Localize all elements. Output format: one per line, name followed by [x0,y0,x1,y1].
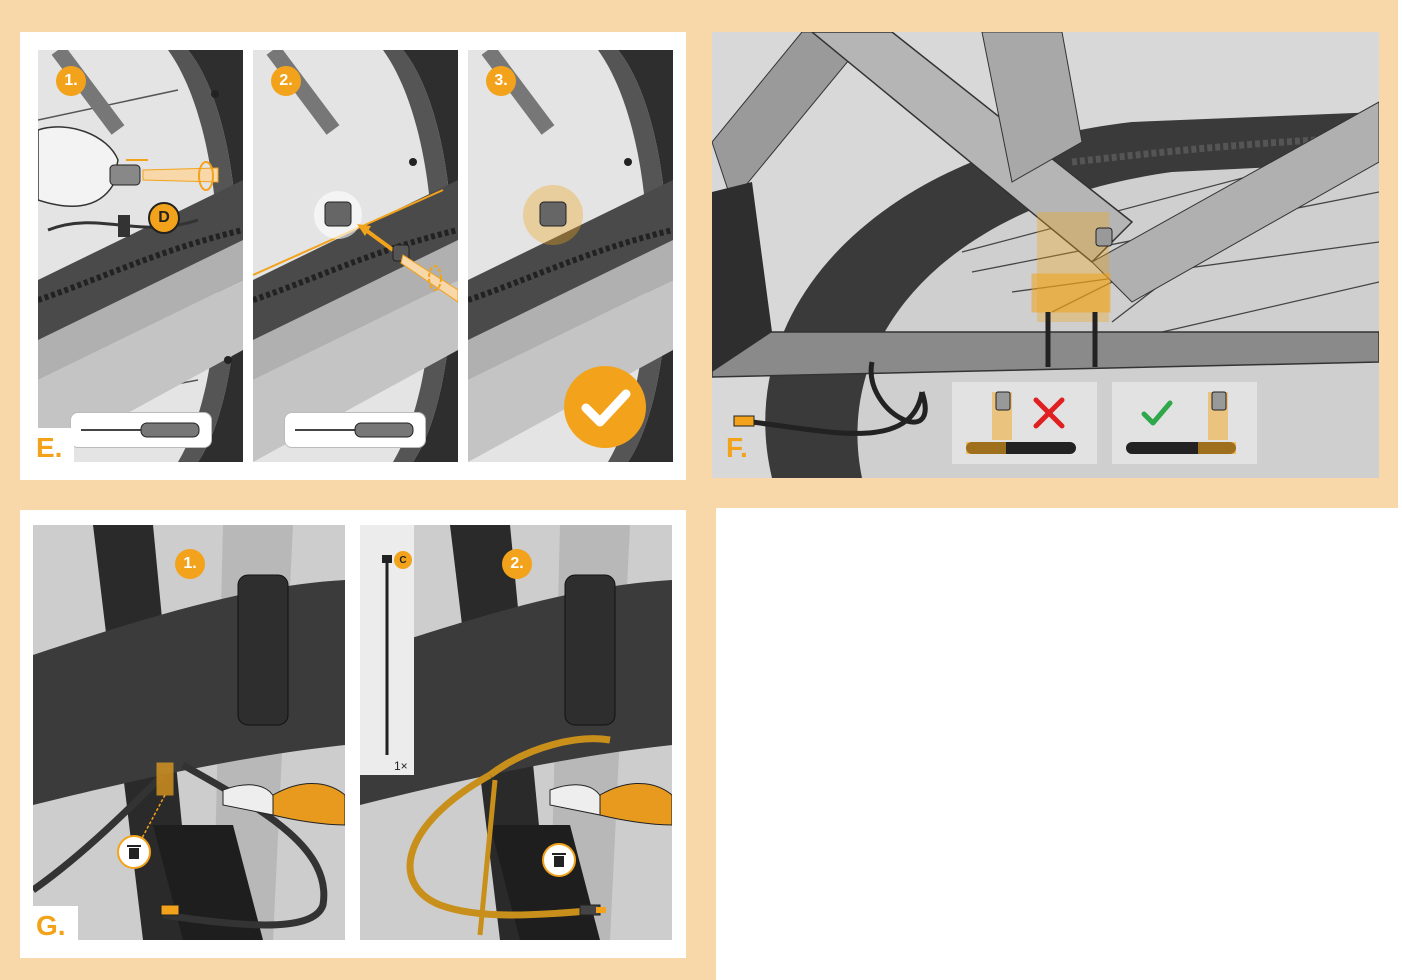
check-icon [1140,398,1174,428]
step-1-illustration [38,50,243,462]
screwdriver-icon [285,413,425,447]
step-2-illustration [253,50,458,462]
section-g-card: 1. 2. C 1× [20,510,686,958]
trash-bin-icon [542,843,576,877]
section-e-letter: E. [32,428,74,464]
g-step-2-illustration [360,525,672,940]
screwdriver-icon [71,413,211,447]
g-step-2-panel: 2. C 1× [360,525,672,940]
step-2-badge: 2. [271,66,301,96]
correct-example-box [1112,382,1257,464]
section-f-letter: F. [722,428,760,464]
g-step-1-badge: 1. [175,549,205,579]
part-c-label: C [394,551,412,569]
trash-bin-icon [117,835,151,869]
section-e-card: 1. D 2. [20,32,686,480]
checkmark-icon [564,366,646,448]
screwdriver-toolbox-1 [70,412,212,448]
quantity-label: 1× [394,759,408,773]
step-3-badge: 3. [486,66,516,96]
part-d-label: D [148,202,180,234]
cross-icon [1032,396,1066,430]
g-step-1-illustration [33,525,345,940]
step-3-panel: 3. [468,50,673,462]
step-1-panel: 1. D [38,50,243,462]
g-step-2-badge: 2. [502,549,532,579]
step-1-badge: 1. [56,66,86,96]
section-f-card: F. [712,32,1379,478]
section-g-letter: G. [32,906,78,942]
step-2-panel: 2. [253,50,458,462]
g-step-1-panel: 1. [33,525,345,940]
screwdriver-toolbox-2 [284,412,426,448]
wrong-example-box [952,382,1097,464]
